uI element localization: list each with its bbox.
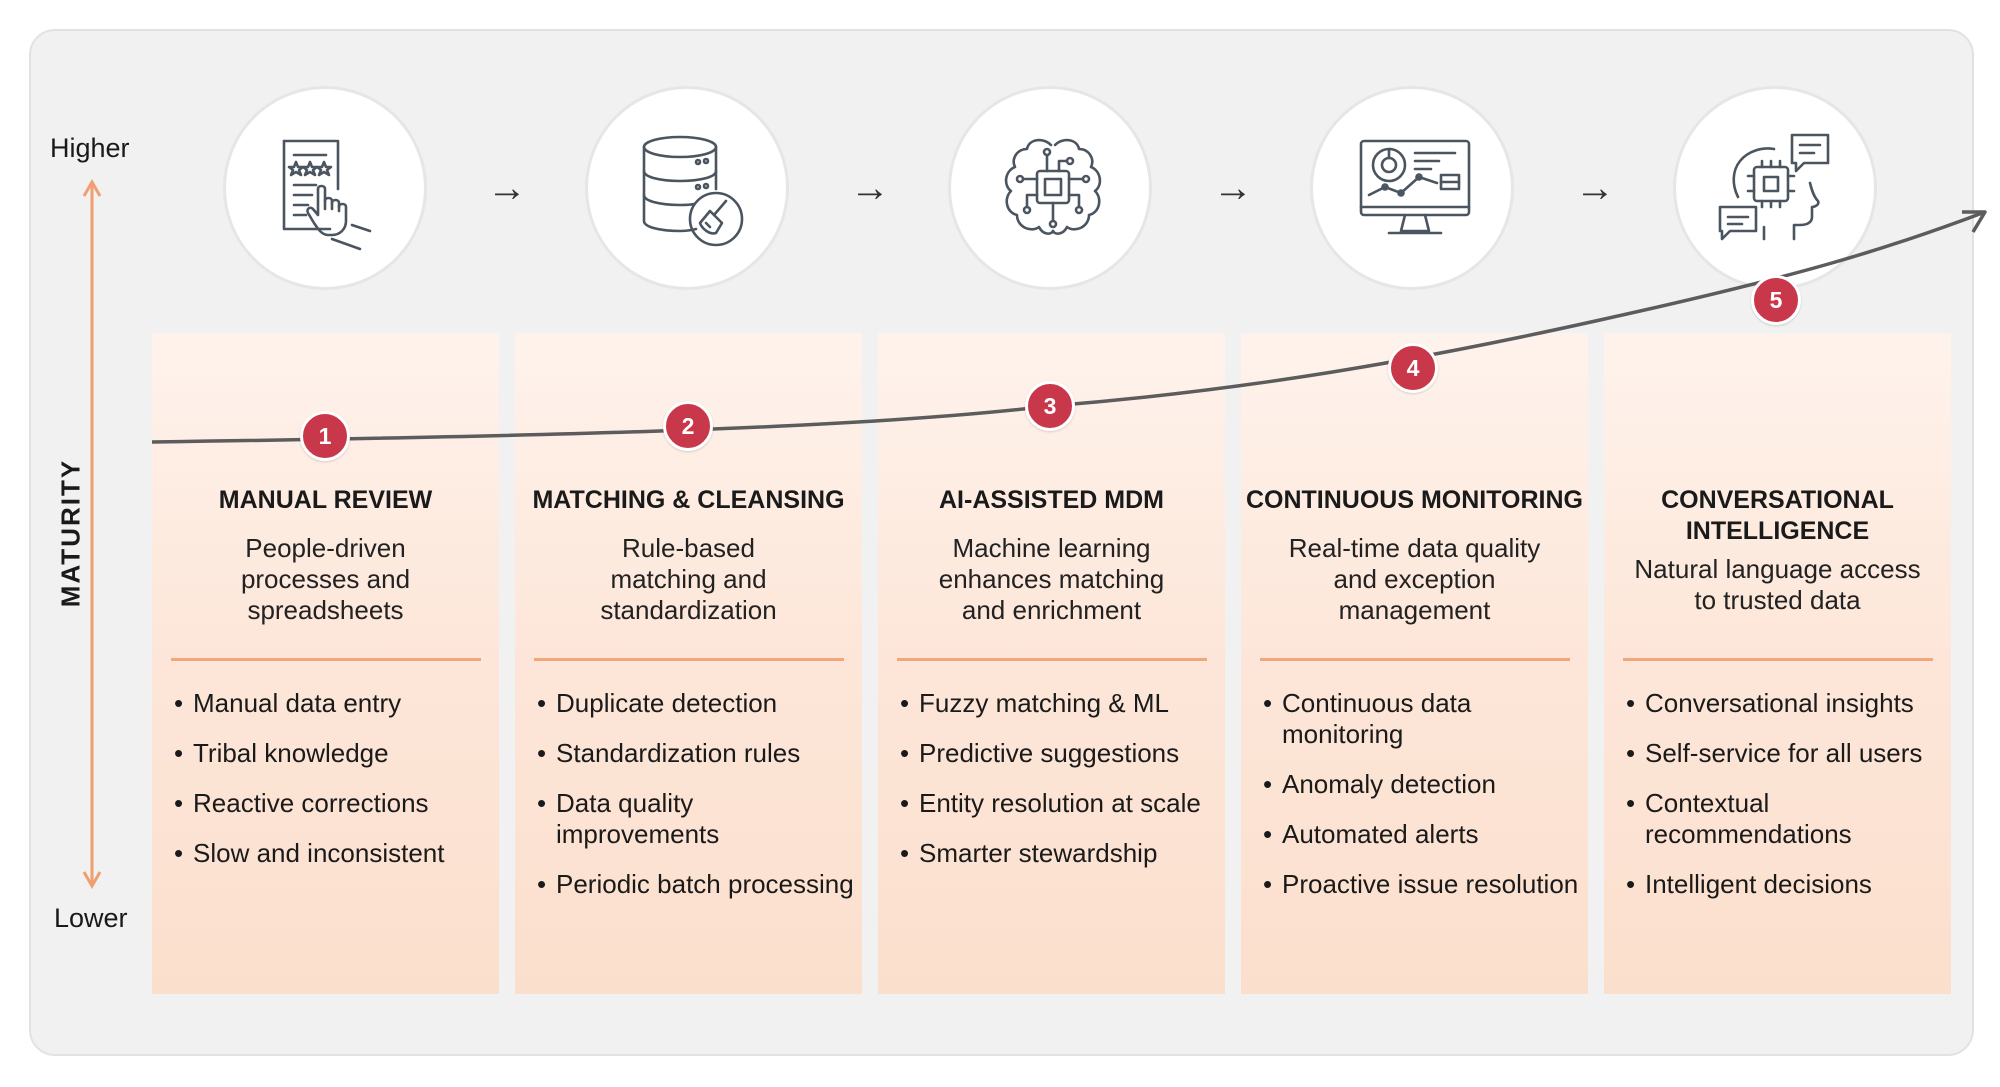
stage-divider <box>1260 658 1570 661</box>
stage-bullet-item: Smarter stewardship <box>900 838 1220 869</box>
stage-title-line: CONVERSATIONAL <box>1661 486 1894 514</box>
stage-title-line: MANUAL REVIEW <box>218 486 433 514</box>
monitoring-dashboard-icon <box>1359 139 1471 235</box>
stage-description-line: processes and <box>240 564 411 594</box>
stage-bullet-item: Standardization rules <box>537 738 857 769</box>
conversational-ai-head-icon <box>1718 133 1830 241</box>
stage-bullet-item: Conversational insights <box>1626 688 1946 719</box>
stage-bullet-list: Conversational insightsSelf-service for … <box>1626 688 1946 919</box>
stage-title: AI-ASSISTED MDM <box>878 485 1225 516</box>
stage-bullet-item: Predictive suggestions <box>900 738 1220 769</box>
stage-description-line: to trusted data <box>1694 585 1861 615</box>
stage-title: MANUAL REVIEW <box>152 485 499 516</box>
stage-bullet-list: Fuzzy matching & ML Predictive suggestion… <box>900 688 1220 888</box>
stage-3-badge: 3 <box>1025 381 1075 431</box>
ai-brain-chip-icon <box>1004 138 1102 235</box>
stage-description-line: enhances matching <box>938 564 1165 594</box>
stage-title-line: AI-ASSISTED MDM <box>939 486 1164 514</box>
stage-title: CONVERSATIONAL INTELLIGENCE <box>1604 485 1951 547</box>
stage-title: MATCHING & CLEANSING <box>515 485 862 516</box>
stage-description-line: standardization <box>600 595 777 625</box>
stage-description-line: spreadsheets <box>247 595 404 625</box>
stage-1-badge: 1 <box>300 411 350 461</box>
stage-bullet-item: Self-service for all users <box>1626 738 1946 769</box>
stage-bullet-item: Data quality improvements <box>537 788 857 850</box>
stage-description-line: and enrichment <box>961 595 1142 625</box>
stage-5-badge: 5 <box>1751 275 1801 325</box>
stage-bullet-item: Anomaly detection <box>1263 769 1583 800</box>
stage-bullet-item: Continuous data monitoring <box>1263 688 1583 750</box>
stage-bullet-item: Duplicate detection <box>537 688 857 719</box>
stage-bullet-item: Automated alerts <box>1263 819 1583 850</box>
stage-description-line: Machine learning <box>952 533 1151 563</box>
stage-bullet-item: Intelligent decisions <box>1626 869 1946 900</box>
stage-bullet-item: Fuzzy matching & ML <box>900 688 1220 719</box>
stage-5-icon-circle <box>1673 86 1877 290</box>
stage-4-card: CONTINUOUS MONITORING Real-time data qual… <box>1241 333 1588 994</box>
stage-5-card: CONVERSATIONAL INTELLIGENCE Natural langua… <box>1604 333 1951 994</box>
stage-bullet-list: Manual data entryTribal knowledgeReactiv… <box>174 688 494 888</box>
stage-title-line: INTELLIGENCE <box>1685 517 1870 545</box>
stage-arrow-3: → <box>1213 166 1253 210</box>
stage-arrow-1: → <box>487 166 527 210</box>
stage-bullet-item: Slow and inconsistent <box>174 838 494 869</box>
stage-bullet-item: Periodic batch processing <box>537 869 857 900</box>
stage-arrow-2: → <box>850 166 890 210</box>
stage-description-line: management <box>1338 595 1491 625</box>
stage-bullet-list: Continuous data monitoringAnomaly detect… <box>1263 688 1583 919</box>
axis-higher-label: Higher <box>50 133 130 163</box>
stage-bullet-item: Proactive issue resolution <box>1263 869 1583 900</box>
document-review-icon <box>282 139 372 251</box>
stage-4-icon-circle <box>1310 86 1514 290</box>
stage-bullet-list: Duplicate detectionStandardization rules… <box>537 688 857 919</box>
stage-description-line: Natural language access <box>1634 554 1921 584</box>
stage-2-badge: 2 <box>663 401 713 451</box>
stage-divider <box>1623 658 1933 661</box>
stage-title: CONTINUOUS MONITORING <box>1241 485 1588 516</box>
stage-divider <box>171 658 481 661</box>
stage-description-line: Real-time data quality <box>1288 533 1541 563</box>
stage-bullet-item: Reactive corrections <box>174 788 494 819</box>
stage-title-line: MATCHING & CLEANSING <box>532 486 845 514</box>
stage-description-line: People-driven <box>245 533 406 563</box>
stage-description-line: Rule-based <box>622 533 755 563</box>
stage-2-icon-circle <box>585 86 789 290</box>
stage-description-line: and exception <box>1333 564 1496 594</box>
stage-bullet-item: Tribal knowledge <box>174 738 494 769</box>
stage-description-line: matching and <box>610 564 767 594</box>
stage-bullet-item: Manual data entry <box>174 688 494 719</box>
stage-arrow-4: → <box>1575 166 1615 210</box>
stage-1-icon-circle <box>223 86 427 290</box>
stage-3-icon-circle <box>948 86 1152 290</box>
stage-divider <box>534 658 844 661</box>
stage-bullet-item: Contextual recommendations <box>1626 788 1946 850</box>
stage-divider <box>897 658 1207 661</box>
stage-title-line: CONTINUOUS MONITORING <box>1245 486 1584 514</box>
axis-lower-label: Lower <box>54 903 128 933</box>
stage-bullet-item: Entity resolution at scale <box>900 788 1220 819</box>
database-cleansing-icon <box>642 135 744 247</box>
stage-4-badge: 4 <box>1388 343 1438 393</box>
